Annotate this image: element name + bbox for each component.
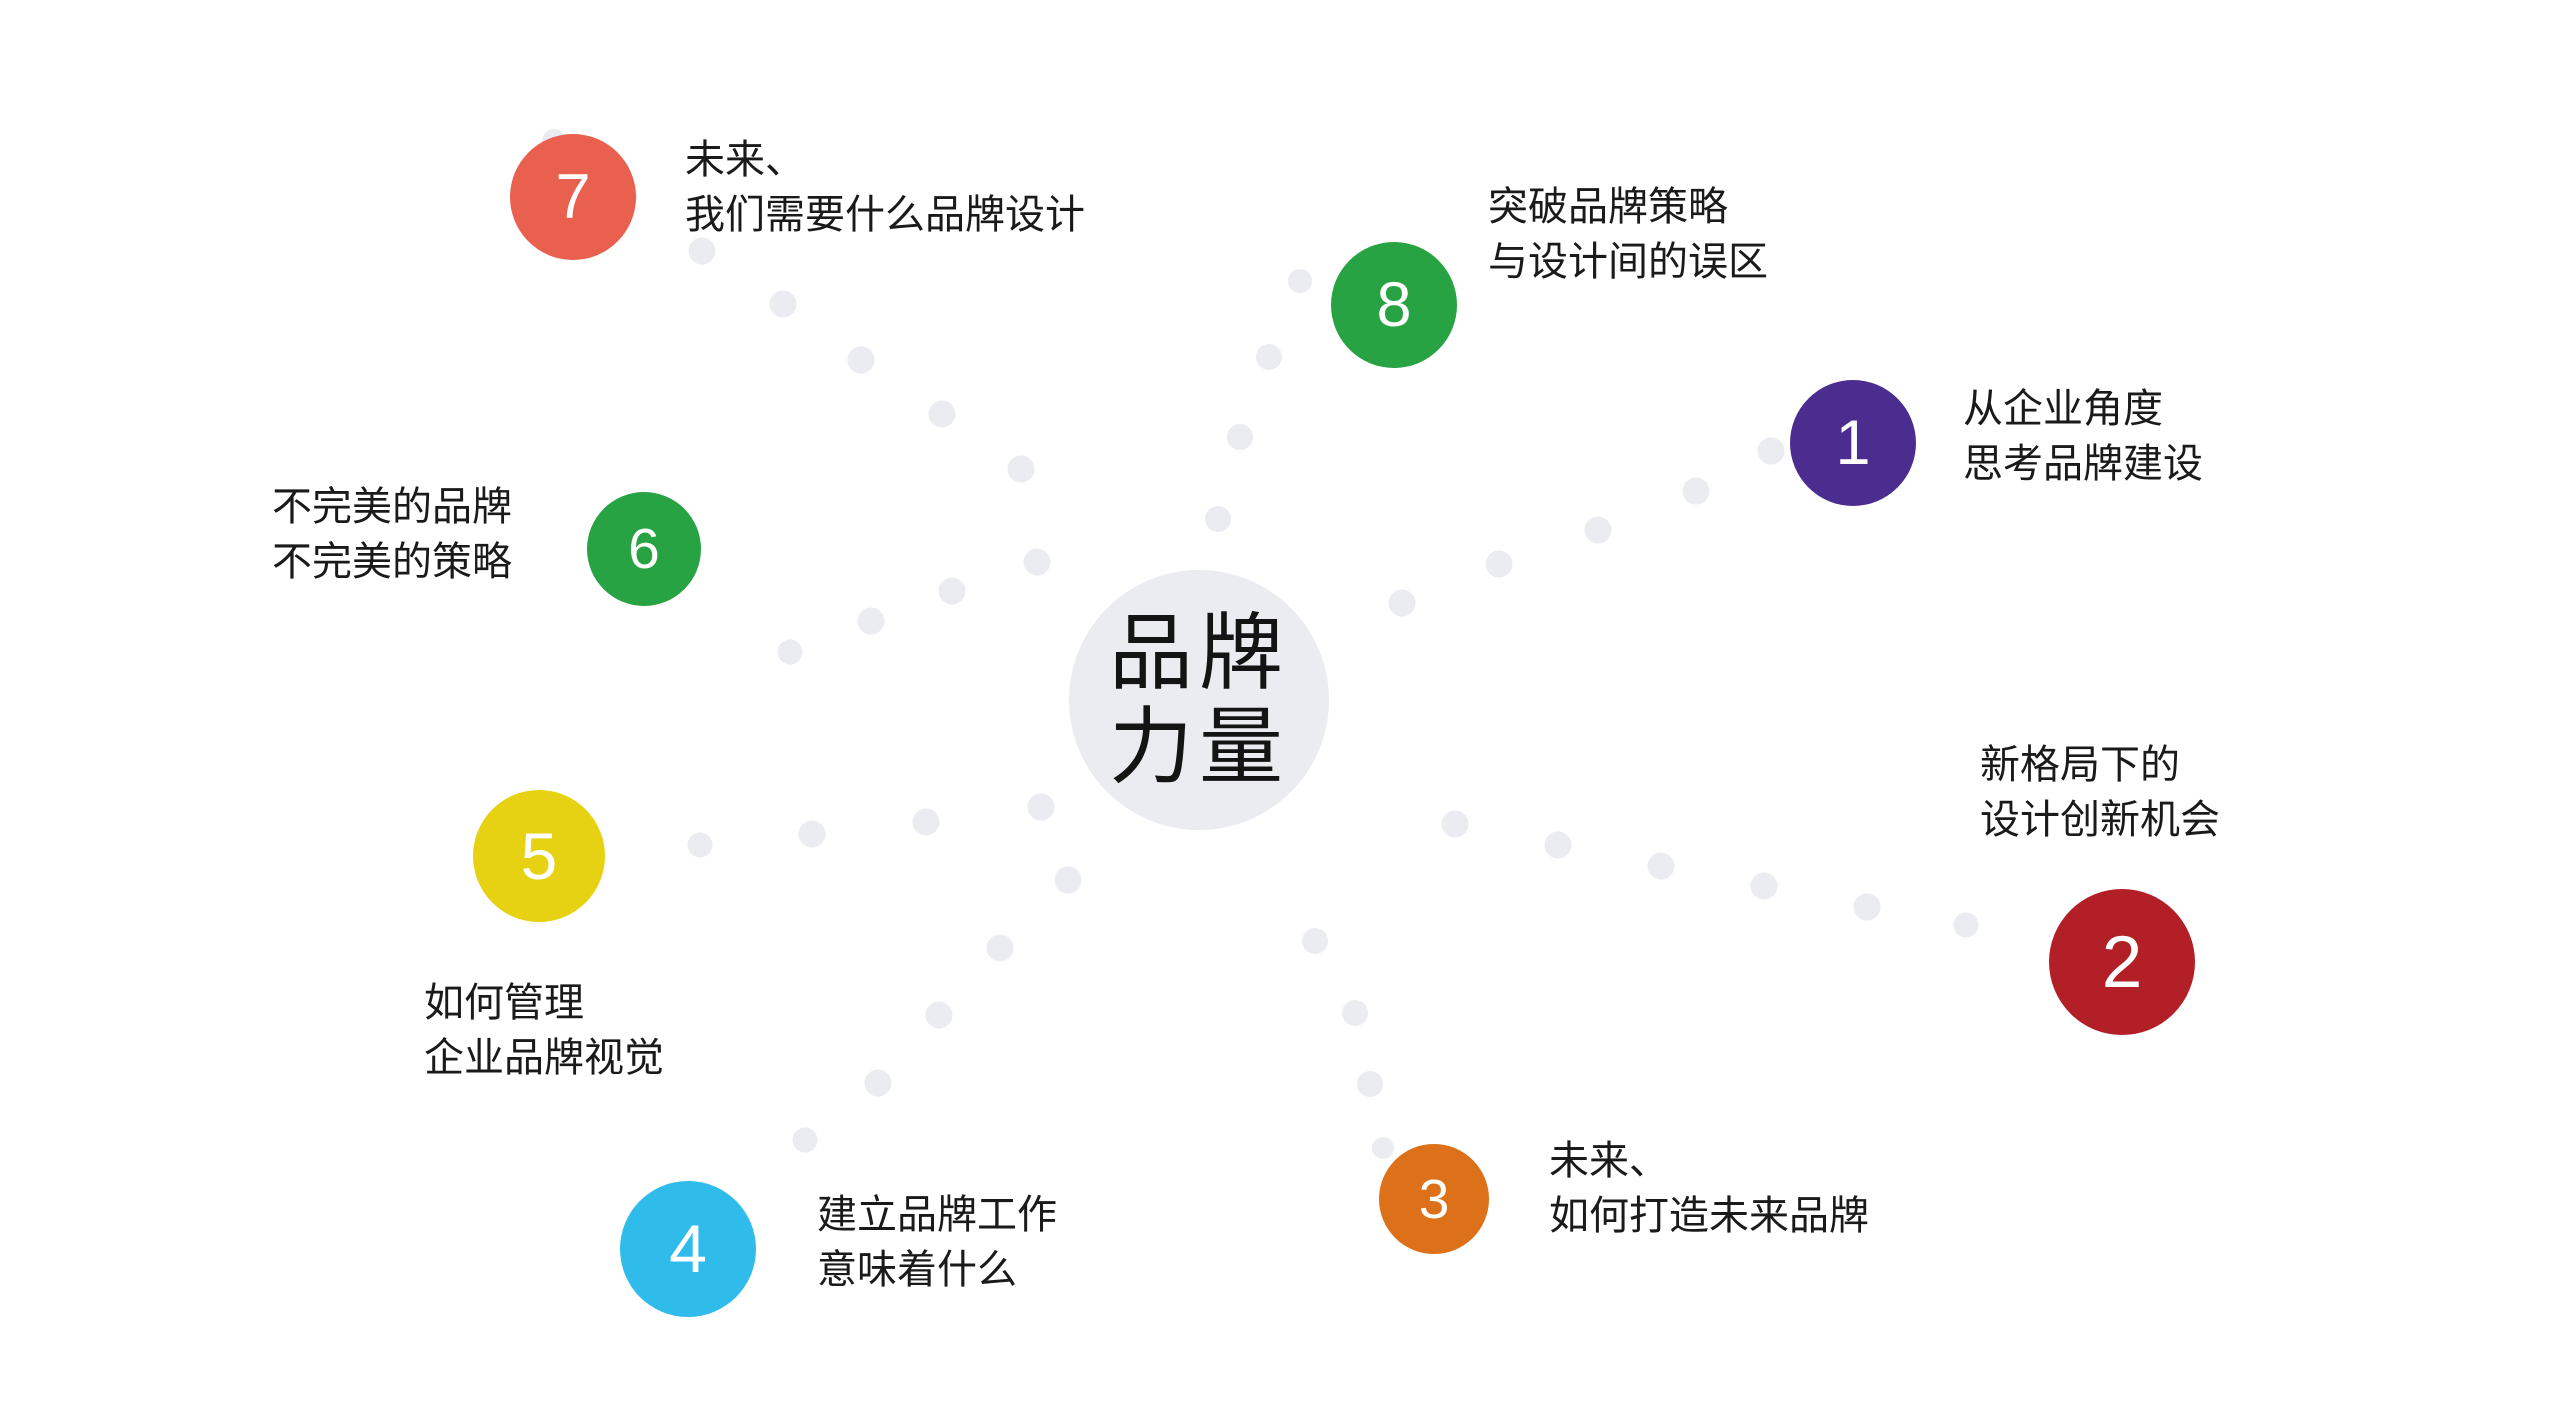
ray-dot xyxy=(687,832,713,858)
node-label-8: 突破品牌策略与设计间的误区 xyxy=(1488,180,1768,290)
ray-dot xyxy=(857,607,885,635)
node-label-line2: 我们需要什么品牌设计 xyxy=(685,193,1085,238)
ray-dot xyxy=(1953,912,1979,938)
center-hub: 品牌 力量 xyxy=(1069,570,1329,830)
node-label-4: 建立品牌工作意味着什么 xyxy=(817,1188,1057,1298)
ray-dot xyxy=(798,820,826,848)
ray-dot xyxy=(1054,866,1082,894)
ray-dot xyxy=(1288,269,1312,293)
ray-dot xyxy=(1302,928,1328,954)
node-label-line1: 如何管理 xyxy=(424,981,584,1025)
ray-dot xyxy=(1256,344,1282,370)
node-label-line1: 不完美的品牌 xyxy=(272,485,512,529)
ray-dot xyxy=(777,639,803,665)
node-label-5: 如何管理企业品牌视觉 xyxy=(424,976,664,1086)
node-label-line1: 未来、 xyxy=(685,138,805,182)
ray-dot xyxy=(1027,793,1055,821)
node-circle-5[interactable]: 5 xyxy=(473,790,605,922)
ray-dot xyxy=(1388,589,1416,617)
node-label-7: 未来、我们需要什么品牌设计 xyxy=(685,133,1085,243)
node-circle-6[interactable]: 6 xyxy=(587,492,701,606)
node-label-line1: 新格局下的 xyxy=(1980,743,2180,787)
node-label-line2: 意味着什么 xyxy=(817,1248,1017,1293)
ray-dot xyxy=(1647,852,1675,880)
ray-dot xyxy=(1485,550,1513,578)
node-label-line2: 设计创新机会 xyxy=(1980,798,2220,843)
node-label-1: 从企业角度思考品牌建设 xyxy=(1963,382,2203,492)
ray-dot xyxy=(925,1001,953,1029)
node-number: 5 xyxy=(520,819,558,893)
ray-dot xyxy=(986,934,1014,962)
node-label-line2: 如何打造未来品牌 xyxy=(1549,1194,1869,1239)
ray-dot xyxy=(928,400,956,428)
node-number: 7 xyxy=(555,161,591,232)
ray-dot xyxy=(1023,548,1051,576)
node-number: 6 xyxy=(628,516,660,581)
ray-dot xyxy=(912,808,940,836)
ray-dot xyxy=(769,290,797,318)
ray-dot xyxy=(1441,810,1469,838)
node-label-line1: 从企业角度 xyxy=(1963,387,2163,431)
node-circle-4[interactable]: 4 xyxy=(620,1181,756,1317)
ray-dot xyxy=(792,1127,818,1153)
ray-dot xyxy=(1007,455,1035,483)
hub-title-line2: 力量 xyxy=(1108,700,1289,794)
ray-dot xyxy=(1682,477,1710,505)
ray-dot xyxy=(1342,1000,1368,1026)
node-label-line2: 思考品牌建设 xyxy=(1963,442,2203,487)
node-label-line1: 未来、 xyxy=(1549,1139,1669,1183)
ray-dot xyxy=(1544,831,1572,859)
ray-dot xyxy=(1357,1071,1383,1097)
node-label-line1: 突破品牌策略 xyxy=(1488,185,1728,229)
node-label-line2: 不完美的策略 xyxy=(272,540,512,585)
hub-title-line1: 品牌 xyxy=(1108,605,1289,700)
node-number: 3 xyxy=(1418,1167,1450,1230)
ray-dot xyxy=(847,346,875,374)
ray-dot xyxy=(1853,893,1881,921)
node-label-2: 新格局下的设计创新机会 xyxy=(1980,738,2220,848)
node-label-line2: 与设计间的误区 xyxy=(1488,240,1768,285)
ray-dot xyxy=(1750,872,1778,900)
node-number: 8 xyxy=(1376,269,1412,340)
ray-dot xyxy=(938,577,966,605)
node-label-6: 不完美的品牌不完美的策略 xyxy=(272,480,512,590)
ray-dot xyxy=(1757,437,1785,465)
ray-dot xyxy=(1584,516,1612,544)
node-number: 4 xyxy=(669,1211,707,1287)
node-number: 2 xyxy=(2101,921,2143,1003)
node-circle-2[interactable]: 2 xyxy=(2049,889,2195,1035)
node-number: 1 xyxy=(1835,407,1871,478)
ray-dot xyxy=(1227,424,1253,450)
node-circle-3[interactable]: 3 xyxy=(1379,1144,1489,1254)
node-circle-8[interactable]: 8 xyxy=(1331,242,1457,368)
node-label-line1: 建立品牌工作 xyxy=(817,1193,1057,1237)
ray-dot xyxy=(1205,506,1231,532)
node-circle-1[interactable]: 1 xyxy=(1790,380,1916,506)
node-label-line2: 企业品牌视觉 xyxy=(424,1036,664,1081)
node-label-3: 未来、如何打造未来品牌 xyxy=(1549,1134,1869,1244)
ray-dot xyxy=(864,1069,892,1097)
ray-dot xyxy=(1372,1137,1394,1159)
node-circle-7[interactable]: 7 xyxy=(510,134,636,260)
